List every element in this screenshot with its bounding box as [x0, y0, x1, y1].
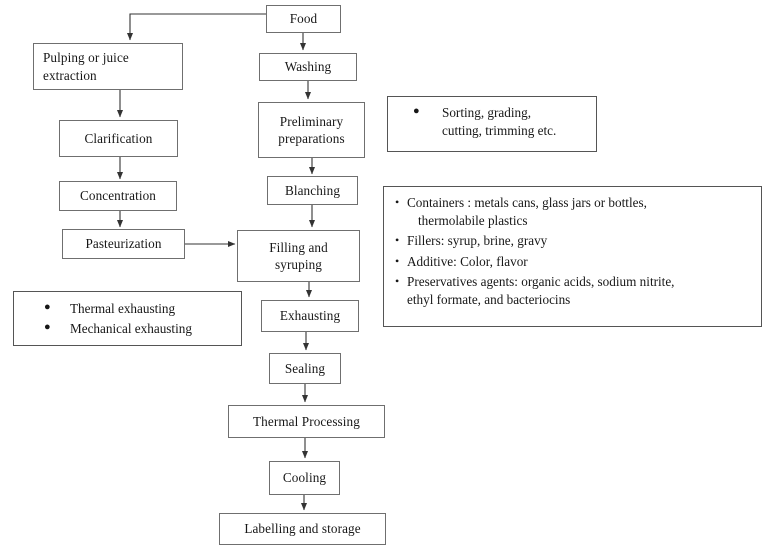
bullet-icon: ● [44, 321, 51, 334]
note-sorting-operations: ● Sorting, grading, cutting, trimming et… [387, 96, 597, 152]
note-sorting-text: Sorting, grading, cutting, trimming etc. [442, 104, 588, 140]
list-item: ● Mechanical exhausting [32, 320, 233, 338]
list-item: • Fillers: syrup, brine, gravy [394, 232, 753, 250]
node-pulping-line1: Pulping or juice [43, 50, 129, 66]
node-clarification[interactable]: Clarification [59, 120, 178, 157]
note-ingredients-containers-line2: thermolabile plastics [418, 213, 528, 229]
node-filling-label-group: Filling and syruping [269, 239, 328, 274]
node-sealing-label: Sealing [284, 360, 326, 376]
node-exhausting[interactable]: Exhausting [261, 300, 359, 332]
note-ingredients-fillers-line1: Fillers: syrup, brine, gravy [407, 233, 548, 249]
node-pasteurization[interactable]: Pasteurization [62, 229, 185, 259]
node-blanching[interactable]: Blanching [267, 176, 358, 205]
list-item: • Containers : metals cans, glass jars o… [394, 194, 753, 230]
bullet-icon: ● [413, 105, 420, 117]
list-item: ● Thermal exhausting [32, 300, 233, 318]
node-thermal-processing-label: Thermal Processing [253, 413, 360, 429]
node-food[interactable]: Food [266, 5, 341, 33]
list-item: • Preservatives agents: organic acids, s… [394, 273, 753, 309]
note-containers-and-ingredients: • Containers : metals cans, glass jars o… [383, 186, 762, 327]
node-clarification-label: Clarification [84, 130, 153, 146]
node-concentration-label: Concentration [79, 188, 156, 204]
note-ingredients-containers-line1: Containers : metals cans, glass jars or … [407, 195, 647, 210]
node-labelling-label: Labelling and storage [244, 521, 361, 537]
note-exhausting-methods: ● Thermal exhausting ● Mechanical exhaus… [13, 291, 242, 346]
node-pulping-line2: extraction [43, 67, 97, 83]
node-concentration[interactable]: Concentration [59, 181, 177, 211]
node-filling-line1: Filling and [269, 239, 328, 255]
node-pulping-or-juice-extraction[interactable]: Pulping or juice extraction [33, 43, 183, 90]
node-filling-and-syruping[interactable]: Filling and syruping [237, 230, 360, 282]
node-pulping-label-group: Pulping or juice extraction [43, 49, 129, 84]
bullet-icon: • [395, 253, 400, 268]
bullet-icon: ● [44, 301, 51, 313]
node-pasteurization-label: Pasteurization [85, 236, 162, 252]
bullet-icon: • [395, 233, 400, 248]
note-ingredients-item-preservatives: Preservatives agents: organic acids, sod… [407, 273, 753, 309]
note-ingredients-additive-line1: Additive: Color, flavor [407, 253, 528, 269]
node-filling-line2: syruping [275, 257, 322, 272]
note-exhaust-mechanical: Mechanical exhausting [70, 321, 192, 337]
note-exhaust-list: ● Thermal exhausting ● Mechanical exhaus… [32, 300, 233, 338]
node-cooling[interactable]: Cooling [269, 461, 340, 495]
node-labelling-and-storage[interactable]: Labelling and storage [219, 513, 386, 545]
bullet-icon: • [395, 195, 400, 209]
note-sorting-line1: Sorting, grading, [442, 105, 532, 120]
node-washing-label: Washing [284, 59, 332, 75]
list-item: ● Sorting, grading, cutting, trimming et… [406, 104, 588, 140]
node-thermal-processing[interactable]: Thermal Processing [228, 405, 385, 438]
node-blanching-label: Blanching [284, 182, 341, 198]
note-sorting-list: ● Sorting, grading, cutting, trimming et… [406, 104, 588, 140]
note-ingredients-item-containers: Containers : metals cans, glass jars or … [407, 194, 753, 230]
node-preliminary-line1: Preliminary [279, 113, 344, 129]
node-washing[interactable]: Washing [259, 53, 357, 81]
connector-food-to-pulping [126, 13, 266, 41]
node-preliminary-label-group: Preliminary preparations [278, 113, 344, 148]
list-item: • Additive: Color, flavor [394, 253, 753, 271]
note-sorting-line2: cutting, trimming etc. [442, 123, 557, 139]
node-preliminary-line2: preparations [278, 131, 345, 146]
bullet-icon: • [395, 273, 400, 288]
node-preliminary-preparations[interactable]: Preliminary preparations [258, 102, 365, 158]
note-ingredients-item-fillers: Fillers: syrup, brine, gravy [407, 232, 753, 250]
note-exhaust-thermal: Thermal exhausting [70, 301, 176, 316]
note-ingredients-list: • Containers : metals cans, glass jars o… [394, 194, 753, 309]
note-ingredients-item-additive: Additive: Color, flavor [407, 253, 753, 271]
node-exhausting-label: Exhausting [279, 308, 341, 324]
note-ingredients-preservatives-line1: Preservatives agents: organic acids, sod… [407, 273, 675, 289]
note-ingredients-preservatives-line2: ethyl formate, and bacteriocins [407, 292, 571, 308]
node-cooling-label: Cooling [282, 470, 327, 486]
node-sealing[interactable]: Sealing [269, 353, 341, 384]
node-food-label: Food [289, 11, 318, 27]
